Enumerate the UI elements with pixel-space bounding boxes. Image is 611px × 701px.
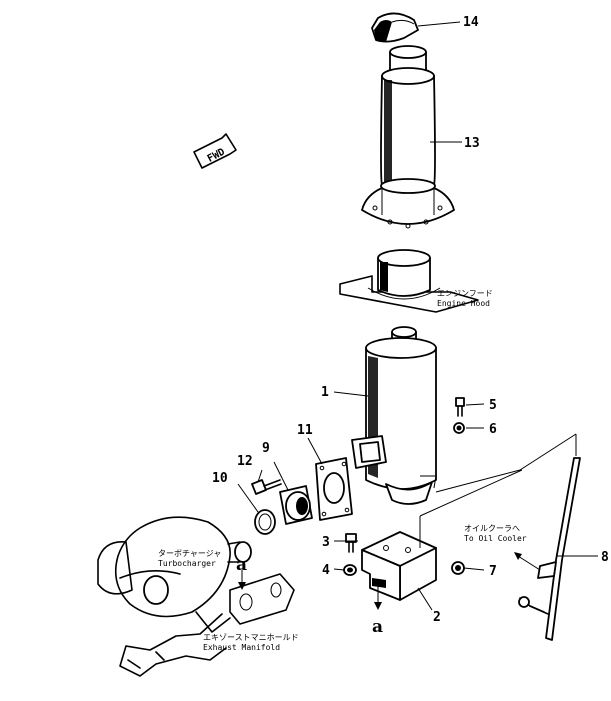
part-washer-4 [343, 564, 357, 576]
oil-cooler-label-jp: オイルクーラへ [464, 524, 520, 533]
callout-11: 11 [297, 423, 313, 438]
part-washer-6 [453, 422, 465, 434]
part-gasket [315, 457, 353, 521]
callout-12: 12 [237, 454, 253, 469]
reference-a-bottom: a [372, 617, 383, 637]
part-bolt-3 [345, 533, 357, 553]
turbo-label-jp: ターボチャージャ [158, 549, 221, 558]
turbocharger [97, 516, 252, 633]
engine-hood-section [339, 249, 479, 313]
callout-8: 8 [601, 550, 609, 565]
annotation-labels: エンジンフード Engine Hood オイルクーラへ To Oil Coole… [158, 289, 527, 652]
manifold-label-en: Exhaust Manifold [203, 643, 280, 652]
fwd-label: FWD [206, 147, 227, 165]
leader-lines [237, 21, 598, 611]
part-muffler [351, 326, 437, 505]
part-exhaust-pipe [361, 45, 455, 229]
callout-3: 3 [322, 535, 330, 550]
part-bolt-5 [455, 397, 465, 417]
exhaust-manifold [119, 573, 295, 677]
fwd-direction-arrow: FWD [193, 133, 237, 169]
callout-14: 14 [463, 15, 479, 30]
callout-numbers: 14 13 1 5 6 3 4 7 2 8 9 11 12 10 [212, 15, 609, 625]
callout-13: 13 [464, 136, 480, 151]
part-bolt-12 [251, 479, 282, 495]
part-nut-7 [451, 561, 465, 575]
part-bracket [361, 531, 437, 601]
callout-7: 7 [489, 564, 497, 579]
part-ring-seal [254, 509, 276, 535]
callout-9: 9 [262, 441, 270, 456]
callout-10: 10 [212, 471, 228, 486]
callout-6: 6 [489, 422, 497, 437]
manifold-label-jp: エキゾーストマニホールド [203, 633, 299, 642]
callout-4: 4 [322, 563, 330, 578]
reference-a-top: a [236, 555, 247, 575]
callout-2: 2 [433, 610, 441, 625]
oil-cooler-label-en: To Oil Cooler [464, 534, 527, 543]
callout-5: 5 [489, 398, 497, 413]
callout-1: 1 [321, 385, 329, 400]
part-rain-cap [371, 12, 419, 43]
engine-hood-label-en: Engine Hood [437, 299, 490, 308]
turbo-label-en: Turbocharger [158, 559, 216, 568]
engine-hood-label-jp: エンジンフード [437, 289, 493, 298]
part-drain-pipe [518, 457, 581, 641]
part-flange-adapter [279, 485, 313, 525]
